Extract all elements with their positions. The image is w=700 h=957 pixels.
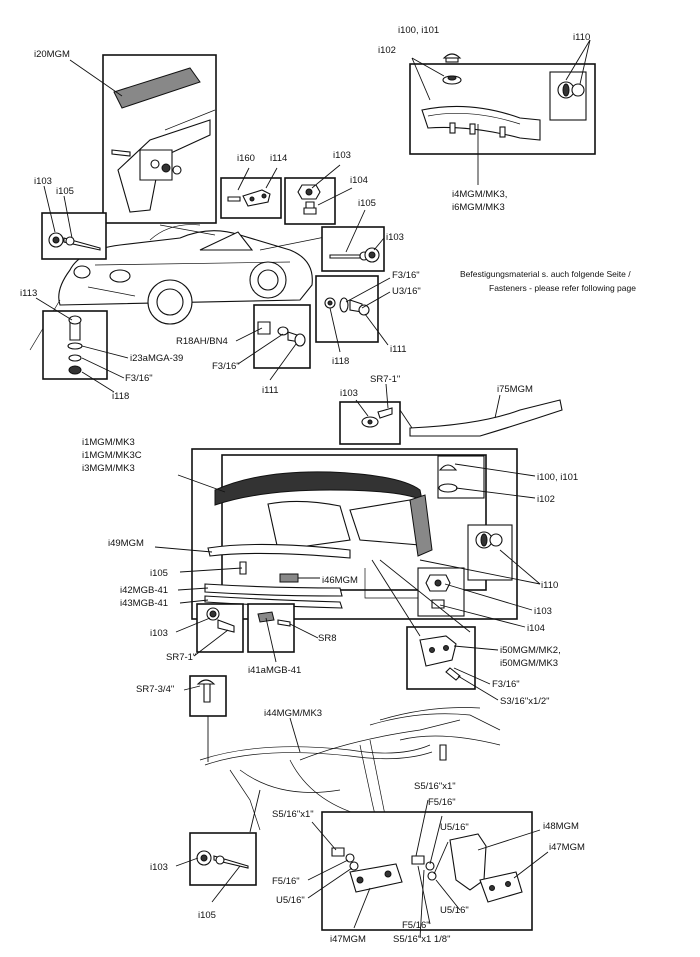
- inset-box-i113: [42, 310, 108, 380]
- label-s3-16: S3/16"x1/2": [500, 696, 550, 707]
- label-i105-bottom: i105: [198, 910, 216, 921]
- label-s5-16-x1-l: S5/16"x1": [272, 809, 314, 820]
- hardtop-main-box: [191, 448, 518, 620]
- fastener-i100: [442, 53, 462, 85]
- label-i160: i160: [237, 153, 255, 164]
- label-i100-i101-mid: i100, i101: [537, 472, 578, 483]
- note-fasteners-de: Befestigungsmaterial s. auch folgende Se…: [460, 269, 631, 279]
- label-i1mgm: i1MGM/MK3: [82, 437, 135, 448]
- label-i50mgm-mk2: i50MGM/MK2,: [500, 645, 561, 656]
- label-sr7-1-mid: SR7-1": [166, 652, 196, 663]
- inset-box-i114: [220, 177, 282, 219]
- note-fasteners-en: Fasteners - please refer following page: [489, 283, 636, 293]
- label-i113: i113: [20, 288, 37, 299]
- label-i102-mid: i102: [537, 494, 555, 505]
- label-i20mgm: i20MGM: [34, 49, 70, 60]
- label-i50mgm-mk3: i50MGM/MK3: [500, 658, 558, 669]
- label-i46mgm: i46MGM: [322, 575, 358, 586]
- rail-i75mgm: [409, 399, 563, 437]
- label-u5-16-r: U5/16": [440, 822, 469, 833]
- inset-box-windscreen-rail: [409, 63, 596, 155]
- label-i105-left: i105: [56, 186, 74, 197]
- inset-box-i105-right: [321, 226, 385, 272]
- label-i49mgm: i49MGM: [108, 538, 144, 549]
- label-i104-a: i104: [350, 175, 368, 186]
- label-i41amgb: i41aMGB-41: [248, 665, 301, 676]
- label-i103-sr: i103: [340, 388, 358, 399]
- inset-box-sr8: [247, 603, 295, 653]
- label-i105-mid: i105: [358, 198, 376, 209]
- inset-box-r18ah: [253, 304, 311, 369]
- label-i104-hood: i104: [527, 623, 545, 634]
- label-f3-16-mid: F3/16": [212, 361, 240, 372]
- label-i43mgb: i43MGB-41: [120, 598, 168, 609]
- car-illustration: [29, 224, 361, 351]
- inset-box-sr7: [339, 401, 401, 445]
- label-f3-16-left: F3/16": [125, 373, 153, 384]
- label-i23amga39: i23aMGA-39: [130, 353, 183, 364]
- label-f3-16-r: F3/16": [392, 270, 420, 281]
- label-f3-16-bracket: F3/16": [492, 679, 520, 690]
- label-s5-16-x1-r: S5/16"x1": [414, 781, 456, 792]
- inset-box-windscreen-trim: [102, 54, 217, 224]
- inset-box-brackets: [321, 811, 533, 931]
- inset-box-i105-bottom: [189, 832, 257, 886]
- labels: i20MGM i100, i101 i102 i110 i4MGM/MK3, i…: [20, 25, 636, 945]
- label-r18ah: R18AH/BN4: [176, 336, 228, 347]
- label-f5-16-r: F5/16": [428, 797, 456, 808]
- label-u5-16-l: U5/16": [276, 895, 305, 906]
- label-i111-r: i111: [390, 344, 407, 355]
- label-sr7-1-top: SR7-1": [370, 374, 400, 385]
- label-i118-r: i118: [332, 356, 349, 367]
- label-f5-16-l: F5/16": [272, 876, 300, 887]
- inset-box-sr7-lower: [196, 603, 244, 653]
- label-i111-mid: i111: [262, 385, 279, 396]
- inset-box-i105-left: [41, 212, 107, 260]
- label-u3-16: U3/16": [392, 286, 421, 297]
- label-i114: i114: [270, 153, 287, 164]
- label-i3mgm: i3MGM/MK3: [82, 463, 135, 474]
- label-i103-hood: i103: [534, 606, 552, 617]
- inset-box-i104: [284, 177, 336, 225]
- label-i42mgb: i42MGB-41: [120, 585, 168, 596]
- inset-box-sr7-34: [189, 675, 227, 717]
- label-i110-top: i110: [573, 32, 590, 43]
- label-i1mgmc: i1MGM/MK3C: [82, 450, 142, 461]
- label-i75mgm: i75MGM: [497, 384, 533, 395]
- label-i118-left: i118: [112, 391, 129, 402]
- label-i105-hood: i105: [150, 568, 168, 579]
- label-i4mgm: i4MGM/MK3,: [452, 189, 507, 200]
- label-s5-16-x1-18: S5/16"x1 1/8": [393, 934, 450, 945]
- label-i6mgm: i6MGM/MK3: [452, 202, 505, 213]
- label-i44mgm: i44MGM/MK3: [264, 708, 322, 719]
- label-i110-mid: i110: [541, 580, 558, 591]
- label-sr8: SR8: [318, 633, 336, 644]
- label-i47mgm-r: i47MGM: [549, 842, 585, 853]
- label-i103-mid: i103: [386, 232, 404, 243]
- label-i102-top: i102: [378, 45, 396, 56]
- label-f5-16-b: F5/16": [402, 920, 430, 931]
- inset-box-i50mgm: [406, 626, 476, 690]
- label-i48mgm: i48MGM: [543, 821, 579, 832]
- label-i103-bottom: i103: [150, 862, 168, 873]
- label-i100-i101-top: i100, i101: [398, 25, 439, 36]
- label-i103-left: i103: [34, 176, 52, 187]
- label-i103-sr7: i103: [150, 628, 168, 639]
- label-i47mgm-l: i47MGM: [330, 934, 366, 945]
- inset-box-u3: [315, 275, 379, 343]
- label-sr7-3-4: SR7-3/4": [136, 684, 174, 695]
- label-i103-a: i103: [333, 150, 351, 161]
- label-u5-16-b: U5/16": [440, 905, 469, 916]
